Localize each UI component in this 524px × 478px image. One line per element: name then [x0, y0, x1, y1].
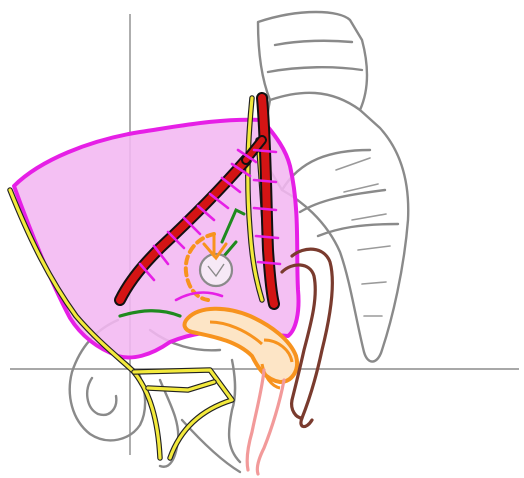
- vagina: [247, 370, 284, 474]
